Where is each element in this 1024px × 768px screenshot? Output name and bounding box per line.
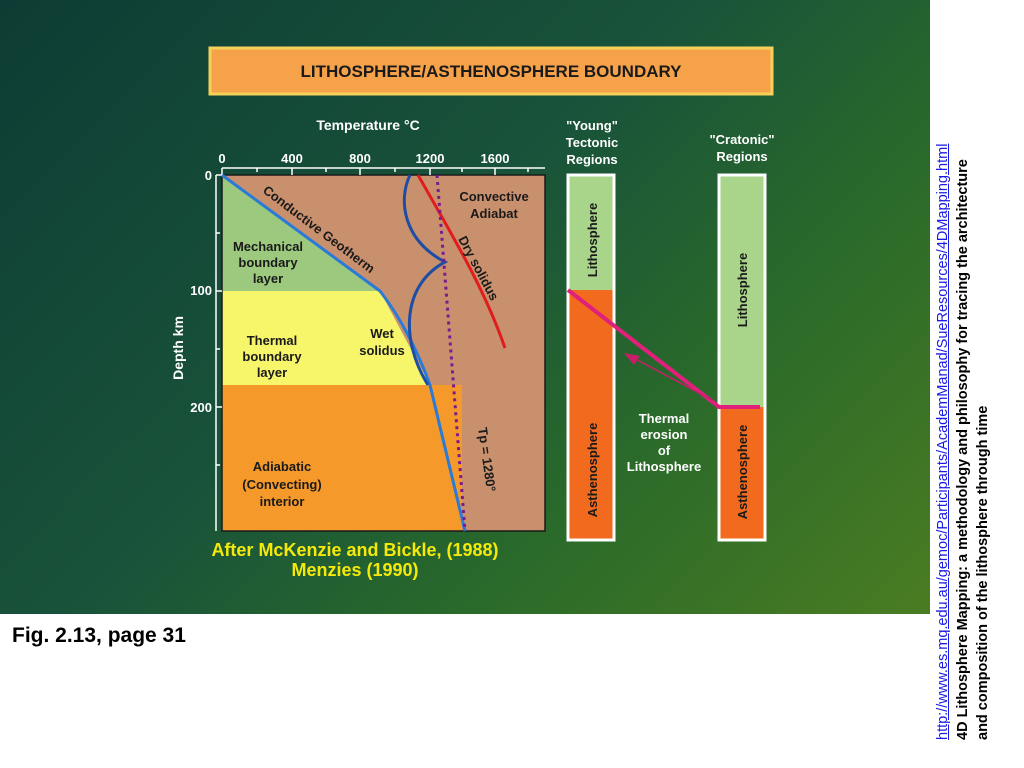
young-column-frame: [566, 173, 616, 542]
conductive-geotherm-curve: [221, 173, 467, 532]
side-note-line-1: 4D Lithosphere Mapping: a methodology an…: [955, 159, 971, 740]
thermal-layer-label: Thermal boundary layer: [242, 333, 302, 380]
erosion-label-line: of: [658, 443, 671, 458]
adiabatic-interior: [222, 385, 462, 531]
erosion-arrow-head: [624, 353, 640, 365]
cratonic-column-header: "Cratonic" Regions: [709, 132, 774, 164]
cratonic-lithosphere-label: Lithosphere: [735, 253, 750, 327]
convective-adiabat-label: Adiabat: [470, 206, 518, 221]
plot-frame: [221, 174, 546, 532]
mechanical-label-line: layer: [253, 271, 283, 286]
young-asthenosphere-bar: [568, 290, 614, 540]
source-line-1: After McKenzie and Bickle, (1988): [211, 540, 498, 560]
cratonic-header-line: "Cratonic": [709, 132, 774, 147]
temp-tick-1600: 1600: [481, 151, 510, 166]
adiabatic-label-line: Adiabatic: [253, 459, 312, 474]
adiabatic-label-line: interior: [260, 494, 305, 509]
depth-tick-0: 0: [205, 168, 212, 183]
cratonic-asthenosphere-bar: [719, 407, 765, 540]
convective-adiabat-label: Convective: [459, 189, 528, 204]
erosion-label-line: Lithosphere: [627, 459, 701, 474]
figure-caption: Fig. 2.13, page 31: [12, 624, 186, 647]
young-header-line: Tectonic: [566, 135, 619, 150]
temp-tick-1200: 1200: [416, 151, 445, 166]
title-banner: [208, 46, 774, 96]
thermal-label-line: boundary: [242, 349, 302, 364]
thermal-label-line: layer: [257, 365, 287, 380]
young-lithosphere-label: Lithosphere: [585, 203, 600, 277]
adiabatic-interior-label: Adiabatic (Convecting) interior: [242, 459, 321, 509]
erosion-arrow-shaft: [629, 355, 713, 401]
depth-tick-100: 100: [190, 283, 212, 298]
thermal-boundary-layer: [222, 291, 430, 385]
wet-solidus-label: solidus: [359, 343, 405, 358]
cratonic-column-frame: [717, 173, 767, 542]
source-link[interactable]: http://www.es.mq.edu.au/gemoc/Participan…: [935, 143, 951, 740]
depth-axis-title: Depth km: [170, 316, 186, 380]
source-line-2: Menzies (1990): [291, 560, 418, 580]
axis-ticks: [215, 167, 545, 531]
wet-solidus-label: Wet: [370, 326, 394, 341]
cratonic-lithosphere-bar: [719, 175, 765, 407]
temperature-axis-title: Temperature °C: [316, 117, 419, 133]
young-lithosphere-bar: [568, 175, 614, 290]
young-asthenosphere-label: Asthenosphere: [585, 423, 600, 518]
side-note: http://www.es.mq.edu.au/gemoc/Participan…: [933, 0, 993, 740]
mechanical-layer-label: Mechanical boundary layer: [233, 239, 303, 286]
erosion-label-line: erosion: [641, 427, 688, 442]
temp-tick-800: 800: [349, 151, 371, 166]
mechanical-label-line: boundary: [238, 255, 298, 270]
adiabatic-label-line: (Convecting): [242, 477, 321, 492]
wet-solidus-curve: [402, 174, 449, 386]
lithosphere-diagram: LITHOSPHERE/ASTHENOSPHERE BOUNDARY Tempe…: [170, 46, 774, 580]
depth-tick-200: 200: [190, 400, 212, 415]
cratonic-header-line: Regions: [716, 149, 767, 164]
erosion-label-line: Thermal: [639, 411, 690, 426]
thermal-erosion-label: Thermal erosion of Lithosphere: [627, 411, 701, 474]
temp-tick-400: 400: [281, 151, 303, 166]
side-note-line-2: and composition of the lithosphere throu…: [975, 405, 991, 740]
mechanical-label-line: Mechanical: [233, 239, 303, 254]
young-header-line: Regions: [566, 152, 617, 167]
cratonic-asthenosphere-label: Asthenosphere: [735, 425, 750, 520]
young-header-line: "Young": [566, 118, 618, 133]
young-column-header: "Young" Tectonic Regions: [566, 118, 619, 167]
dry-solidus-curve: [416, 174, 507, 349]
lab-boundary-line: [566, 288, 760, 409]
thermal-label-line: Thermal: [247, 333, 298, 348]
banner-title: LITHOSPHERE/ASTHENOSPHERE BOUNDARY: [301, 62, 683, 81]
temp-tick-0: 0: [218, 151, 225, 166]
